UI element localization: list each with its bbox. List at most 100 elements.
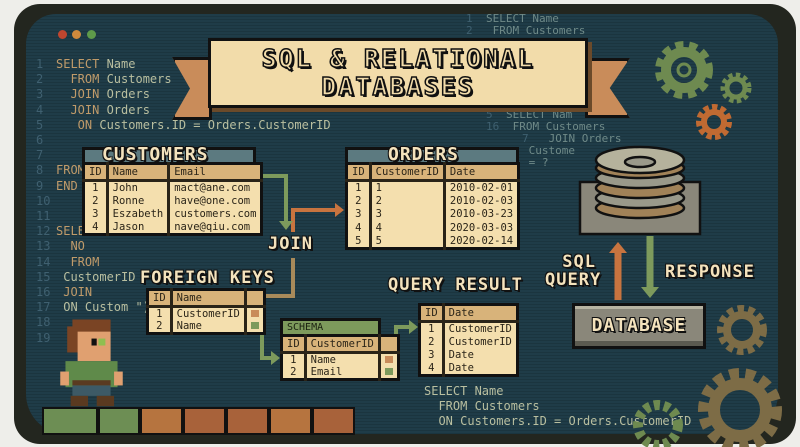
code-line: 2 FROM Customers <box>466 25 585 37</box>
table-cell: 1 <box>156 308 163 320</box>
join-label: JOIN <box>268 234 313 254</box>
code-keyword: FROM <box>56 72 100 87</box>
gear-icon-large-brown <box>698 368 782 447</box>
column-header: CustomerID <box>303 335 380 354</box>
ground-brick <box>226 407 269 435</box>
column-header: CustomerID <box>368 163 445 182</box>
line-number: 7 <box>36 148 44 163</box>
line-number: 4 <box>36 102 44 117</box>
table-cell: 2 <box>368 194 445 208</box>
pixel-character-icon <box>60 319 123 407</box>
code-text: SELECT Name <box>486 12 559 25</box>
line-number: 5 <box>36 117 44 132</box>
code-line: 19 <box>36 331 331 346</box>
code-text: Orders <box>99 87 150 102</box>
column-header: ID <box>346 163 371 182</box>
key-icon <box>377 366 399 380</box>
orders-title: ORDERS <box>388 144 460 165</box>
table-cell: 4 <box>368 221 445 235</box>
background-code-bottom: SELECT Name FROM Customers ON Customers.… <box>424 384 691 429</box>
table-cell: 4 <box>428 362 435 374</box>
code-line: 16 JOIN <box>36 285 331 300</box>
code-text: ON Custom ") <box>56 300 150 315</box>
table-cell: 3 <box>368 207 445 221</box>
column-header: ID <box>83 163 108 182</box>
sql-query-label: SQL QUERY <box>545 252 601 289</box>
code-text: CustomerID <box>56 269 136 284</box>
key-column-header <box>377 335 399 354</box>
code-line: Custome <box>522 145 575 157</box>
table-cell: 2 <box>92 194 99 207</box>
line-number: 1 <box>466 12 473 25</box>
code-keyword: FROM <box>56 163 85 178</box>
line-number: 7 <box>522 132 529 145</box>
gear-icon-large-green <box>655 41 713 99</box>
table-cell: Name <box>169 320 246 334</box>
ground-brick <box>140 407 183 435</box>
ground-brick <box>42 407 98 435</box>
table-cell: 2 <box>156 320 163 332</box>
code-text: FROM Customers <box>486 24 586 37</box>
table-cell: customers.com <box>167 207 262 221</box>
ground-brick <box>312 407 355 435</box>
code-line: 17 ON Custom ") <box>36 300 331 315</box>
code-keyword: FROM <box>56 254 100 269</box>
table-cell: Date <box>441 362 518 376</box>
database-button[interactable]: DATABASE <box>572 303 706 349</box>
code-keyword: NO <box>56 239 85 254</box>
column-header: ID <box>147 289 172 308</box>
table-cell: 1 <box>368 180 445 194</box>
table-cell: 3 <box>428 349 435 362</box>
code-keyword: SELE <box>56 224 85 239</box>
code-line: 6 <box>36 133 331 148</box>
table-cell: CustomerID <box>169 306 246 320</box>
minimize-dot-icon <box>72 30 81 39</box>
code-line: 5 ON Customers.ID = Orders.CustomerID <box>36 118 331 133</box>
arrow-join-to-orders <box>291 208 336 232</box>
code-keyword: ON <box>56 117 93 132</box>
column-header: ID <box>281 335 306 354</box>
code-text: Customers.ID = Orders.CustomerID <box>92 117 331 132</box>
sql-query-line-1: SQL <box>562 252 596 272</box>
line-number: 2 <box>36 72 44 87</box>
table-cell: 2020-03-03 <box>442 221 519 235</box>
column-header: ID <box>419 304 444 323</box>
code-line: 3 JOIN Orders <box>36 87 331 102</box>
code-line: 2 FROM Customers <box>36 72 331 87</box>
ground-brick <box>269 407 312 435</box>
line-number: 17 <box>36 300 51 315</box>
code-text: Orders <box>99 102 150 117</box>
line-number: 11 <box>36 209 51 224</box>
code-text: Custome <box>522 144 575 157</box>
gear-icon-small-green <box>720 72 752 104</box>
table-cell: 4 <box>355 221 362 234</box>
table-cell: 3 <box>355 208 362 221</box>
table-cell: 2 <box>355 194 362 207</box>
table-cell: Ronne <box>105 194 169 208</box>
code-line: 10 <box>36 194 331 209</box>
line-number: 14 <box>36 254 51 269</box>
code-keyword: JOIN <box>56 285 93 300</box>
table-cell: 1 <box>290 354 297 366</box>
arrow-customers-to-join <box>255 174 288 222</box>
query-result-title: QUERY RESULT <box>388 275 523 295</box>
table-cell: Eszabeth <box>105 207 169 221</box>
code-line: 15 CustomerID <box>36 270 331 285</box>
code-line: ON Customers.ID = Orders.CustomerID <box>424 414 692 428</box>
key-icon <box>377 352 399 366</box>
column-header: Date <box>442 163 519 182</box>
code-line: 7 <box>36 148 331 163</box>
